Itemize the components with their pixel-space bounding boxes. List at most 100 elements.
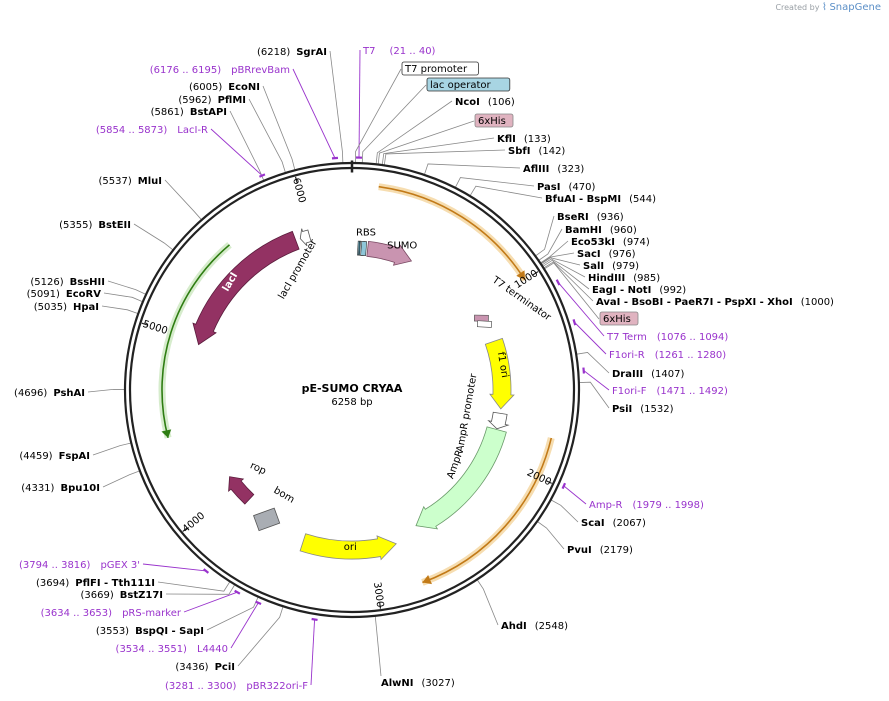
site-label-part: (1532) (640, 404, 673, 415)
site-label-part: (1471 .. 1492) (656, 386, 728, 397)
tick-mark (294, 176, 298, 183)
leader-line (133, 223, 174, 251)
leader-line (229, 110, 265, 181)
feature-laci (192, 230, 300, 346)
site-label-part: L4440 (197, 644, 228, 655)
orf-arcs (158, 183, 555, 586)
site-label: (3694) PflFI - Tth111I (36, 578, 155, 589)
site-label-part: (3694) (36, 578, 69, 589)
tick-label: 6000 (290, 177, 307, 204)
site-label: (6176 .. 6195)pBRrevBam (150, 65, 290, 76)
leader-line (355, 68, 402, 163)
snapgene-brand: SnapGene (829, 2, 881, 13)
site-label: (5537)MluI (99, 176, 162, 187)
leader-line (550, 499, 579, 523)
boxed-label: T7 promoter (404, 64, 468, 75)
tick-label: 3000 (371, 582, 385, 609)
site-label-part: (6005) (189, 82, 222, 93)
orf-arc (422, 437, 553, 584)
site-label: SalI(979) (583, 261, 639, 272)
site-label: (3794 .. 3816) pGEX 3' (19, 560, 140, 571)
feature-label: ori (344, 542, 357, 553)
site-label: (5355)BstEII (59, 220, 131, 231)
feature-label: RBS (356, 228, 376, 239)
feature-label: rop (248, 460, 267, 477)
site-label-part: (1261 .. 1280) (655, 350, 727, 361)
orf-arrowhead (516, 270, 525, 280)
site-label-part: SgrAI (296, 47, 327, 58)
site-label-part: (544) (629, 194, 656, 205)
leader-line (101, 305, 138, 314)
site-label-part: BstEII (98, 220, 131, 231)
tick-mark (182, 527, 188, 532)
site-label-part: (3281 .. 3300) (165, 681, 237, 692)
leader-lines (87, 49, 610, 686)
orf-arc (378, 185, 526, 281)
leader-line (544, 262, 600, 320)
leader-line (165, 584, 235, 595)
site-label: Eco53kI(974) (571, 237, 650, 248)
site-label: (3634 .. 3653)pRS-marker (41, 608, 182, 619)
site-label-part: NcoI (455, 97, 480, 108)
leader-line (576, 352, 610, 374)
site-label: SbfI(142) (508, 146, 565, 157)
site-label: F1ori-F(1471 .. 1492) (612, 386, 728, 397)
feature-ampr (415, 426, 507, 530)
site-label-part: pGEX 3' (100, 560, 140, 571)
site-label: BfuAI - BspMI(544) (545, 194, 656, 205)
site-label: (3553)BspQI - SapI (96, 626, 204, 637)
tick-mark (532, 271, 539, 276)
primer-leader (358, 49, 361, 158)
site-label-part: (3669) (80, 590, 113, 601)
site-label-part: (4696) (14, 388, 47, 399)
leader-line (543, 261, 594, 302)
site-label: (3669)BstZ17I (80, 590, 163, 601)
site-label: KflI(133) (497, 134, 551, 145)
leader-line (102, 470, 140, 488)
site-label-part: AvaI - BsoBI - PaeR7I - PspXI - XhoI (596, 297, 793, 308)
site-label: (3534 .. 3551)L4440 (116, 644, 228, 655)
site-label-part: SacI (577, 249, 601, 260)
site-label-part: SbfI (508, 146, 530, 157)
site-label-part: PasI (537, 182, 560, 193)
boxed-label: 6xHis (603, 314, 631, 325)
primer-leader (183, 591, 238, 613)
site-label-part: (974) (623, 237, 650, 248)
primer-leader (292, 68, 336, 159)
leader-line (248, 98, 286, 173)
leader-line (237, 606, 284, 667)
leader-line (361, 84, 427, 163)
site-label: AflIII(323) (523, 164, 584, 175)
leader-line (157, 581, 231, 592)
site-label-part: (3794 .. 3816) (19, 560, 91, 571)
site-label-part: T7 (362, 46, 375, 57)
site-label-part: HindIII (588, 273, 625, 284)
site-label-part: (133) (524, 134, 551, 145)
primer-leader (557, 282, 605, 337)
site-label-part: PvuI (567, 545, 592, 556)
feature-t7-terminator-mark (476, 320, 493, 328)
leader-line (541, 258, 586, 278)
site-label: PvuI(2179) (567, 545, 633, 556)
site-label-part: PflFI - Tth111I (75, 578, 155, 589)
site-label-part: FspAI (59, 451, 90, 462)
feature-rop (228, 476, 255, 505)
leader-line (541, 257, 581, 266)
site-label-part: EcoNI (228, 82, 260, 93)
site-label-part: (323) (557, 164, 584, 175)
site-label-part: (106) (488, 97, 515, 108)
tick-mark (141, 322, 148, 326)
site-label: (4331)Bpu10I (21, 483, 100, 494)
site-label: SacI(976) (577, 249, 636, 260)
site-label-part: (1407) (651, 369, 684, 380)
primer-leader (230, 602, 259, 649)
leader-line (383, 149, 506, 165)
site-label: T7(21 .. 40) (362, 46, 436, 57)
site-label-part: AhdI (501, 621, 527, 632)
site-label: (3281 .. 3300)pBR322ori-F (165, 681, 308, 692)
leader-line (87, 389, 125, 393)
site-label: T7 Term(1076 .. 1094) (606, 332, 728, 343)
site-label-part: BstAPI (190, 107, 227, 118)
site-label-part: (3027) (422, 678, 455, 689)
